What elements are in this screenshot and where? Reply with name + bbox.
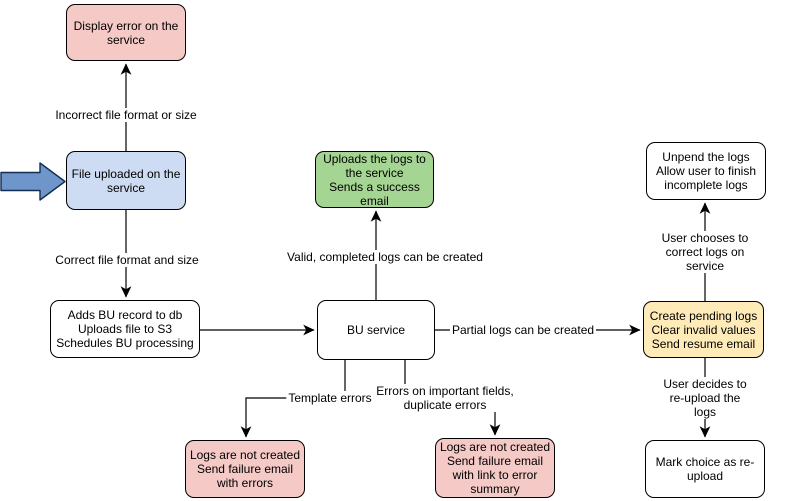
node-logs-not-created-errors: Logs are not created Send failure email … (185, 440, 305, 498)
edge-label-correct-format: Correct file format and size (53, 253, 201, 267)
node-create-pending-logs: Create pending logs Clear invalid values… (643, 301, 764, 358)
node-display-error: Display error on the service (66, 4, 186, 61)
node-file-uploaded: File uploaded on the service (66, 151, 186, 210)
edge-label-valid-logs: Valid, completed logs can be created (285, 250, 485, 264)
node-adds-bu-record: Adds BU record to db Uploads file to S3 … (50, 300, 200, 358)
edge-label-choose-correct: User chooses to correct logs on service (657, 231, 753, 273)
node-logs-not-created-summary: Logs are not created Send failure email … (435, 438, 555, 498)
node-mark-choice-reupload: Mark choice as re- upload (645, 440, 765, 498)
edge-label-incorrect-format: Incorrect file format or size (53, 108, 199, 122)
node-bu-service: BU service (317, 300, 435, 360)
edge-label-template-errors: Template errors (286, 391, 374, 405)
node-unpend-logs: Unpend the logs Allow user to finish inc… (646, 142, 766, 200)
edge-label-important-errors: Errors on important fields, duplicate er… (374, 384, 516, 412)
entry-arrow-icon (0, 162, 66, 201)
edge-label-partial-logs: Partial logs can be created (449, 323, 597, 337)
node-uploads-logs-success: Uploads the logs to the service Sends a … (315, 151, 434, 208)
edge-label-reupload: User decides to re-upload the logs (657, 377, 753, 419)
